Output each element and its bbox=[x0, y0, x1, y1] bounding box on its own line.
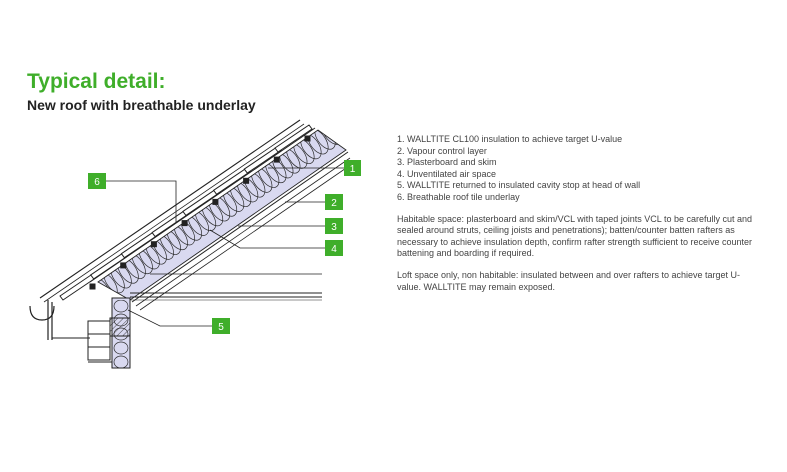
batten bbox=[243, 177, 250, 184]
note-loft: Loft space only, non habitable: insulate… bbox=[397, 269, 741, 292]
legend-item: 3. Plasterboard and skim bbox=[397, 157, 497, 168]
gutter bbox=[29, 300, 90, 340]
wall-insulation-loop bbox=[113, 355, 129, 368]
batten bbox=[273, 156, 280, 163]
callout-6-label: 6 bbox=[94, 177, 100, 188]
callout-2-label: 2 bbox=[331, 198, 337, 209]
callout-1: 1 bbox=[344, 160, 361, 176]
callout-5: 5 bbox=[212, 318, 230, 334]
insulation-loop bbox=[98, 277, 111, 300]
insulation-loop bbox=[307, 130, 329, 155]
batten bbox=[212, 198, 219, 205]
leader-lines bbox=[106, 167, 344, 327]
legend-list: 1. WALLTITE CL100 insulation to achieve … bbox=[397, 134, 757, 204]
batten bbox=[89, 283, 96, 290]
legend-item: 1. WALLTITE CL100 insulation to achieve … bbox=[397, 134, 623, 144]
roof-tile bbox=[274, 124, 313, 153]
legend-item: 2. Vapour control layer bbox=[397, 145, 487, 156]
legend-panel: 1. WALLTITE CL100 insulation to achieve … bbox=[397, 134, 757, 293]
callout-3-label: 3 bbox=[331, 222, 337, 233]
callout-6: 6 bbox=[88, 173, 106, 189]
callout-3: 3 bbox=[325, 218, 343, 234]
insulation-layer bbox=[97, 129, 347, 301]
roof-tiles bbox=[59, 124, 313, 301]
page-title: Typical detail: bbox=[27, 70, 166, 93]
batten bbox=[120, 262, 127, 269]
ceiling-structure bbox=[130, 292, 322, 301]
legend-item: 4. Unventilated air space bbox=[397, 168, 497, 179]
batten bbox=[304, 135, 311, 142]
legend-item: 6. Breathable roof tile underlay bbox=[397, 191, 520, 202]
callout-5-label: 5 bbox=[218, 322, 224, 333]
callout-4: 4 bbox=[325, 240, 343, 256]
wall-insulation-loop bbox=[113, 341, 129, 355]
callout-1-label: 1 bbox=[350, 164, 356, 175]
callout-4-label: 4 bbox=[331, 244, 337, 255]
note-habitable: Habitable space: plasterboard and skim/V… bbox=[397, 213, 753, 259]
legend-item: 5. WALLTITE returned to insulated cavity… bbox=[397, 180, 641, 191]
callout-2: 2 bbox=[325, 194, 343, 210]
batten bbox=[181, 220, 188, 227]
wall-insulation-loop bbox=[113, 300, 129, 313]
wall-head bbox=[87, 297, 131, 369]
page-subtitle: New roof with breathable underlay bbox=[27, 97, 256, 113]
batten bbox=[150, 241, 157, 248]
